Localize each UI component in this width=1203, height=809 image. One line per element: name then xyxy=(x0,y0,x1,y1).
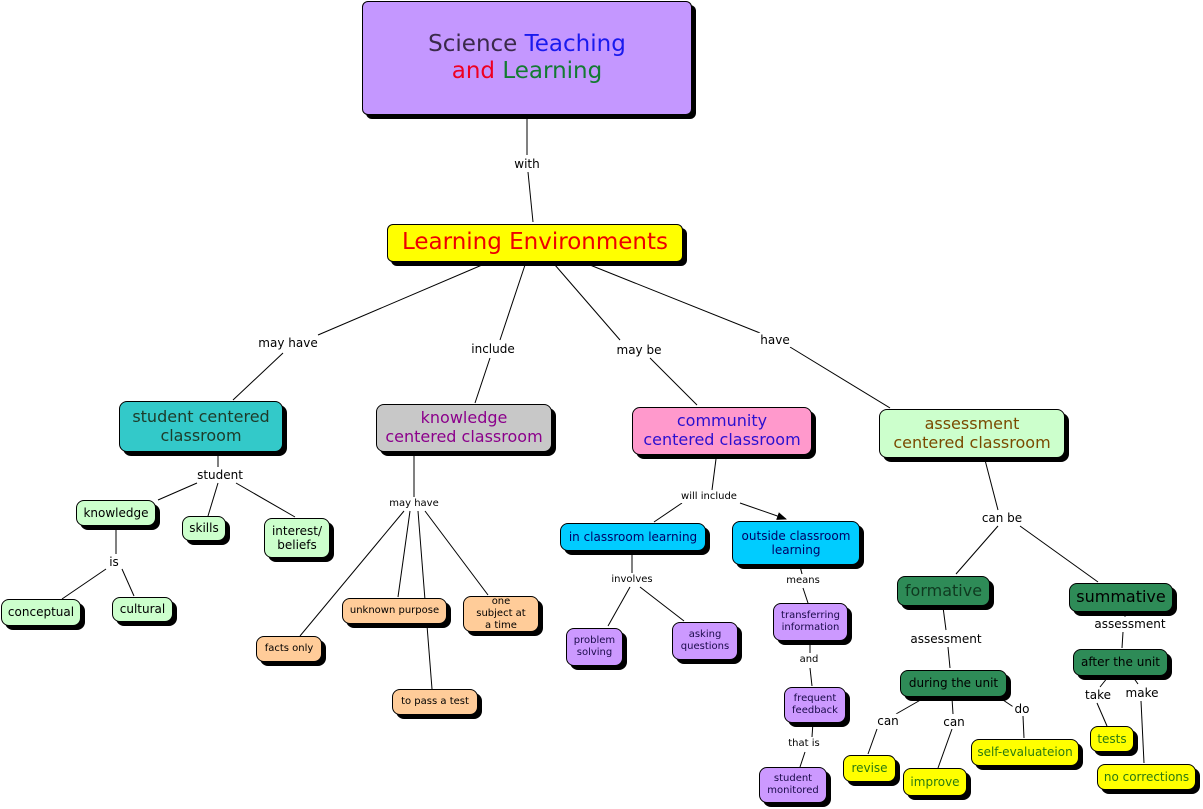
link-may-be: may be xyxy=(614,342,664,358)
skills-node: skills xyxy=(182,516,226,541)
knowledge-centered-node: knowledge centered classroom xyxy=(376,404,552,452)
link-student: student xyxy=(195,467,245,483)
link-means: means xyxy=(784,575,822,587)
link-have: have xyxy=(758,332,792,348)
outside-classroom-learning-node: outside classroom learning xyxy=(732,521,860,565)
conceptual-node: conceptual xyxy=(1,599,81,626)
title-word-learning: Learning xyxy=(502,58,603,84)
problem-solving-node: problem solving xyxy=(566,628,623,666)
improve-node: improve xyxy=(903,768,967,796)
link-take: take xyxy=(1083,687,1113,703)
during-the-unit-node: during the unit xyxy=(900,670,1007,697)
title-word-and: and xyxy=(451,58,496,84)
link-assessment-formative: assessment xyxy=(908,631,984,647)
summative-node: summative xyxy=(1069,583,1173,612)
student-centered-node: student centered classroom xyxy=(119,401,283,452)
facts-only-node: facts only xyxy=(256,636,322,662)
unknown-purpose-node: unknown purpose xyxy=(342,598,447,624)
transferring-information-node: transferring information xyxy=(773,603,848,641)
link-may-have-knowledge: may have xyxy=(387,498,441,510)
frequent-feedback-node: frequent feedback xyxy=(784,687,846,723)
link-assessment-summative: assessment xyxy=(1092,616,1168,632)
link-may-have-env: may have xyxy=(256,335,320,351)
link-include: include xyxy=(469,341,517,357)
to-pass-a-test-node: to pass a test xyxy=(392,689,478,715)
link-do: do xyxy=(1012,701,1032,717)
after-the-unit-node: after the unit xyxy=(1073,649,1168,676)
assessment-centered-node: assessment centered classroom xyxy=(879,409,1065,458)
learning-environments-node: Learning Environments xyxy=(387,224,683,262)
student-monitored-node: student monitored xyxy=(759,767,827,803)
cultural-node: cultural xyxy=(112,597,173,622)
link-can-be: can be xyxy=(979,510,1025,526)
asking-questions-node: asking questions xyxy=(672,622,738,660)
link-can-improve: can xyxy=(941,714,967,730)
one-subject-node: one subject at a time xyxy=(463,596,539,632)
link-and: and xyxy=(797,654,821,666)
in-classroom-learning-node: in classroom learning xyxy=(560,523,706,551)
knowledge-node: knowledge xyxy=(76,500,156,526)
interest-beliefs-node: interest/ beliefs xyxy=(264,518,330,558)
link-with: with xyxy=(512,156,542,172)
title-word-teaching: Teaching xyxy=(524,30,626,57)
title-word-science: Science xyxy=(428,30,518,57)
link-that-is: that is xyxy=(786,738,822,750)
tests-node: tests xyxy=(1090,726,1134,752)
link-is: is xyxy=(107,554,121,570)
link-make: make xyxy=(1123,685,1161,701)
link-involves: involves xyxy=(609,574,655,586)
community-centered-node: community centered classroom xyxy=(632,407,812,455)
revise-node: revise xyxy=(843,755,896,782)
no-corrections-node: no corrections xyxy=(1097,764,1196,790)
self-evaluation-node: self-evaluateion xyxy=(971,739,1079,766)
link-will-include: will include xyxy=(679,491,739,503)
link-can-revise: can xyxy=(875,713,901,729)
formative-node: formative xyxy=(897,576,990,606)
title-node: Science Teaching and Learning xyxy=(362,1,692,115)
